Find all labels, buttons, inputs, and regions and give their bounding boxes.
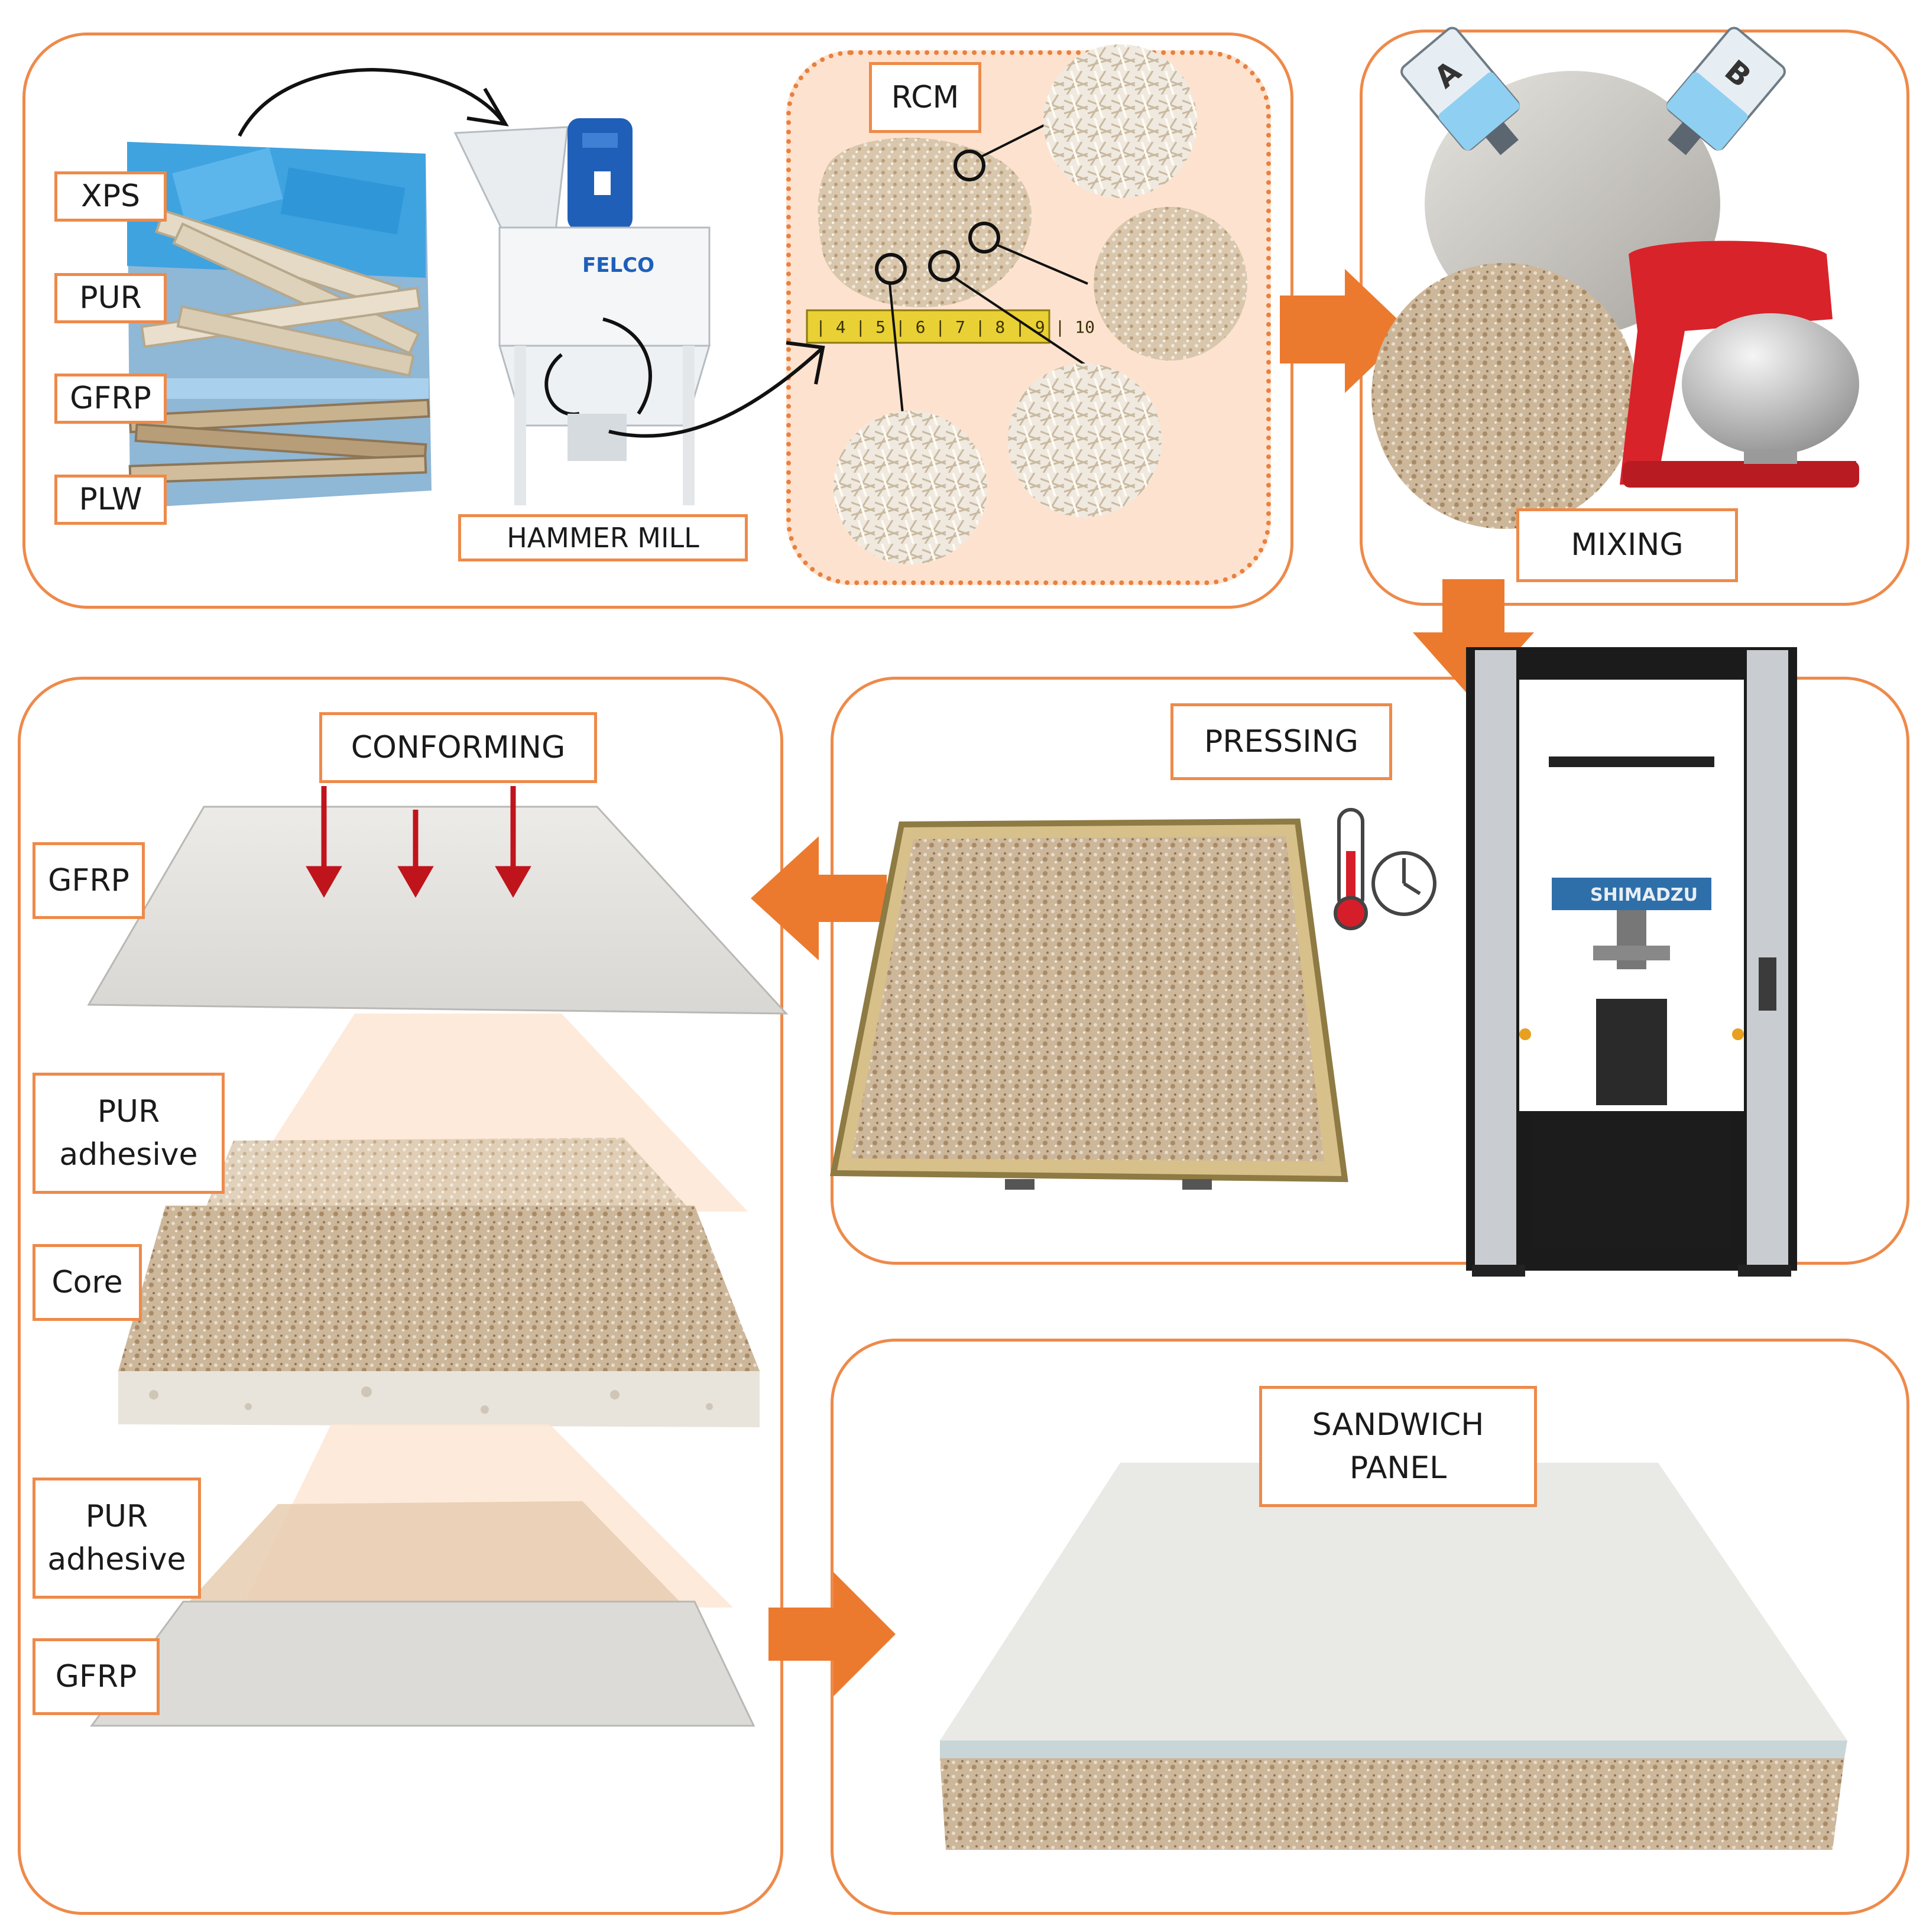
- label-pur: PUR: [54, 273, 167, 323]
- pressing-illustration: SHIMADZU: [829, 647, 1797, 1277]
- label-rcm: RCM: [869, 62, 981, 133]
- label-mixing: MIXING: [1516, 508, 1738, 582]
- waste-materials-pile: [127, 142, 432, 508]
- machine-brand-text: SHIMADZU: [1590, 885, 1698, 905]
- label-layer-core: Core: [33, 1244, 142, 1321]
- label-conforming: CONFORMING: [319, 712, 597, 783]
- label-hammer-mill: HAMMER MILL: [458, 514, 748, 561]
- conforming-illustration: [87, 786, 789, 1727]
- mill-brand-text: FELCO: [582, 254, 654, 277]
- rcm-shredded-material: | 4 | 5 | 6 | 7 | 8 | 9 | 10: [806, 44, 1247, 564]
- label-pressing: PRESSING: [1170, 703, 1392, 780]
- label-layer-pur-adhesive-bottom: PUR adhesive: [33, 1478, 201, 1599]
- mixing-illustration: A B: [1371, 27, 1859, 529]
- label-gfrp: GFRP: [54, 374, 167, 424]
- label-layer-pur-adhesive-top: PUR adhesive: [33, 1073, 225, 1194]
- label-sandwich-panel: SANDWICH PANEL: [1259, 1386, 1537, 1507]
- label-xps: XPS: [54, 171, 167, 222]
- svg-text:| 4 | 5 | 6 | 7 | 8 | 9 | 10: | 4 | 5 | 6 | 7 | 8 | 9 | 10: [816, 317, 1095, 337]
- label-layer-gfrp-top: GFRP: [33, 842, 145, 919]
- sandwich-panel-illustration: [940, 1463, 1847, 1850]
- label-plw: PLW: [54, 475, 167, 525]
- hammer-mill: FELCO: [453, 118, 711, 505]
- label-layer-gfrp-bottom: GFRP: [33, 1638, 160, 1715]
